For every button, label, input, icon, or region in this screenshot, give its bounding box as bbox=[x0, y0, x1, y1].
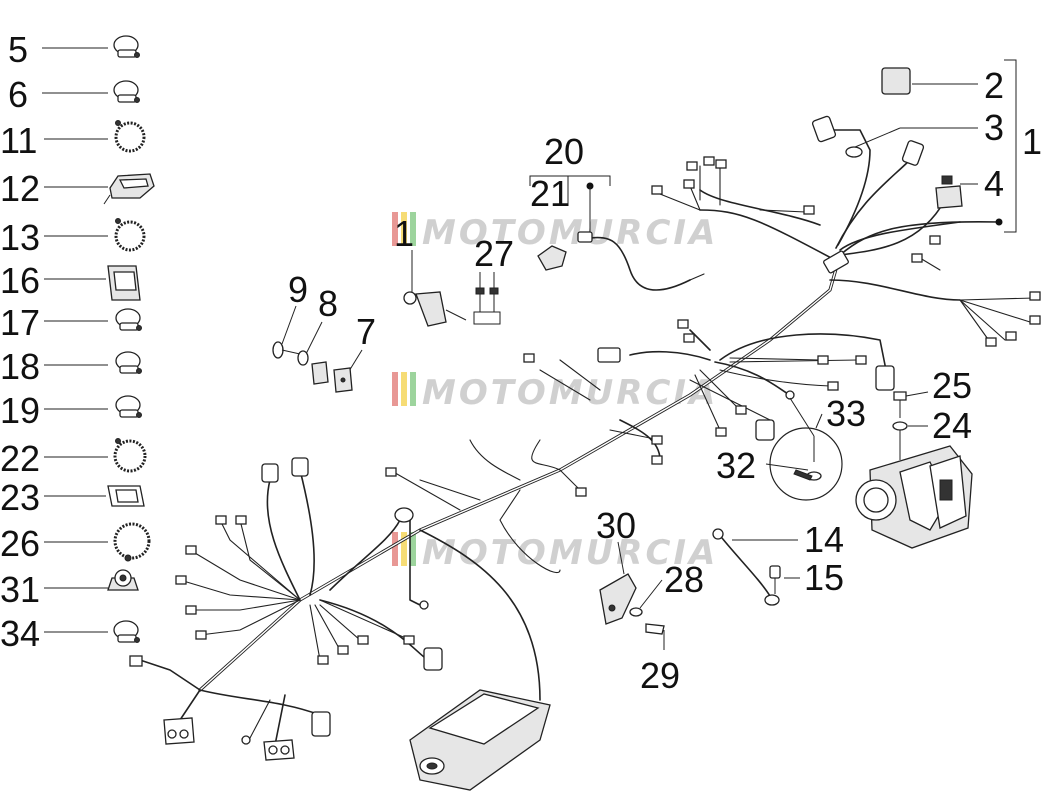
label-1: 1 bbox=[1022, 121, 1042, 162]
watermark-top: MOTOMURCIA bbox=[392, 212, 718, 253]
label-24: 24 bbox=[932, 405, 972, 446]
connector-icon bbox=[875, 365, 895, 391]
label-16: 16 bbox=[0, 260, 40, 301]
label-26: 26 bbox=[0, 523, 40, 564]
label-8: 8 bbox=[318, 283, 338, 324]
left-column-leaders bbox=[42, 47, 108, 633]
label-29: 29 bbox=[640, 655, 680, 696]
label-10: 1 bbox=[394, 213, 414, 254]
watermark-text: MOTOMURCIA bbox=[422, 533, 718, 573]
label-18: 18 bbox=[0, 346, 40, 387]
label-25: 25 bbox=[932, 365, 972, 406]
switch-bracket-12-icon bbox=[103, 173, 155, 205]
label-23: 23 bbox=[0, 477, 40, 518]
label-9: 9 bbox=[288, 269, 308, 310]
throttle-body-callouts: 25 24 bbox=[855, 365, 973, 549]
label-27: 27 bbox=[474, 233, 514, 274]
label-6: 6 bbox=[8, 74, 28, 115]
ecu-module-icon bbox=[409, 689, 551, 791]
watermark-text: MOTOMURCIA bbox=[422, 373, 718, 413]
fuse-holder-4-icon bbox=[935, 185, 963, 209]
label-4: 4 bbox=[984, 163, 1004, 204]
label-31: 31 bbox=[0, 569, 40, 610]
grommet-31-icon bbox=[107, 569, 139, 591]
connector-icon bbox=[901, 140, 925, 166]
label-34: 34 bbox=[0, 613, 40, 654]
group-1-callouts: 2 3 4 1 bbox=[845, 59, 1042, 233]
label-7: 7 bbox=[356, 311, 376, 352]
grommet-icon bbox=[311, 361, 329, 385]
band-clamp-13-icon bbox=[114, 218, 146, 252]
label-33: 33 bbox=[826, 393, 866, 434]
sensor-21-icon bbox=[537, 245, 567, 271]
throttle-body-icon bbox=[855, 445, 973, 549]
relay-2-icon bbox=[881, 67, 911, 95]
label-15: 15 bbox=[804, 557, 844, 598]
label-13: 13 bbox=[0, 217, 40, 258]
label-21: 21 bbox=[530, 173, 570, 214]
left-column-labels: 5 6 11 12 13 16 17 18 19 22 23 26 31 34 bbox=[0, 29, 40, 654]
label-28: 28 bbox=[664, 559, 704, 600]
band-clamp-22-icon bbox=[113, 438, 147, 473]
ground-cable-callouts: 14 15 bbox=[712, 519, 844, 606]
label-3: 3 bbox=[984, 107, 1004, 148]
label-19: 19 bbox=[0, 390, 40, 431]
label-20: 20 bbox=[544, 131, 584, 172]
band-clamp-26-icon bbox=[113, 522, 151, 562]
label-12: 12 bbox=[0, 168, 40, 209]
clamp-6-icon bbox=[113, 80, 140, 103]
strap-23-icon bbox=[107, 485, 145, 507]
label-5: 5 bbox=[8, 29, 28, 70]
fastener-callouts: 9 8 7 bbox=[272, 269, 376, 393]
watermark-text: MOTOMURCIA bbox=[422, 213, 718, 253]
cable-holder-16-icon bbox=[107, 265, 141, 301]
label-32: 32 bbox=[716, 445, 756, 486]
main-harness bbox=[129, 115, 1041, 791]
ground-detail-callouts: 33 32 bbox=[716, 393, 866, 501]
connector-icon bbox=[811, 115, 837, 143]
clamp-19-icon bbox=[115, 395, 142, 418]
label-11: 11 bbox=[0, 120, 37, 161]
label-2: 2 bbox=[984, 65, 1004, 106]
label-17: 17 bbox=[0, 302, 40, 343]
bracket-30-icon bbox=[599, 573, 637, 625]
clamp-18-icon bbox=[115, 351, 142, 374]
clamp-34-icon bbox=[113, 620, 140, 643]
clip-10-icon bbox=[415, 291, 447, 327]
watermark-middle: MOTOMURCIA bbox=[392, 372, 718, 413]
connector-icon bbox=[261, 463, 279, 483]
left-column-parts bbox=[103, 35, 155, 643]
clamp-5-icon bbox=[113, 35, 140, 58]
bracket-callouts: 30 28 29 bbox=[596, 505, 704, 696]
group-20-callouts: 20 21 27 1 bbox=[394, 131, 705, 327]
connector-icon bbox=[291, 457, 309, 477]
band-clamp-11-icon bbox=[114, 120, 146, 153]
watermark-bottom: MOTOMURCIA bbox=[392, 532, 718, 573]
label-30: 30 bbox=[596, 505, 636, 546]
detail-circle bbox=[769, 427, 843, 501]
label-14: 14 bbox=[804, 519, 844, 560]
clamp-17-icon bbox=[115, 308, 142, 331]
label-22: 22 bbox=[0, 438, 40, 479]
